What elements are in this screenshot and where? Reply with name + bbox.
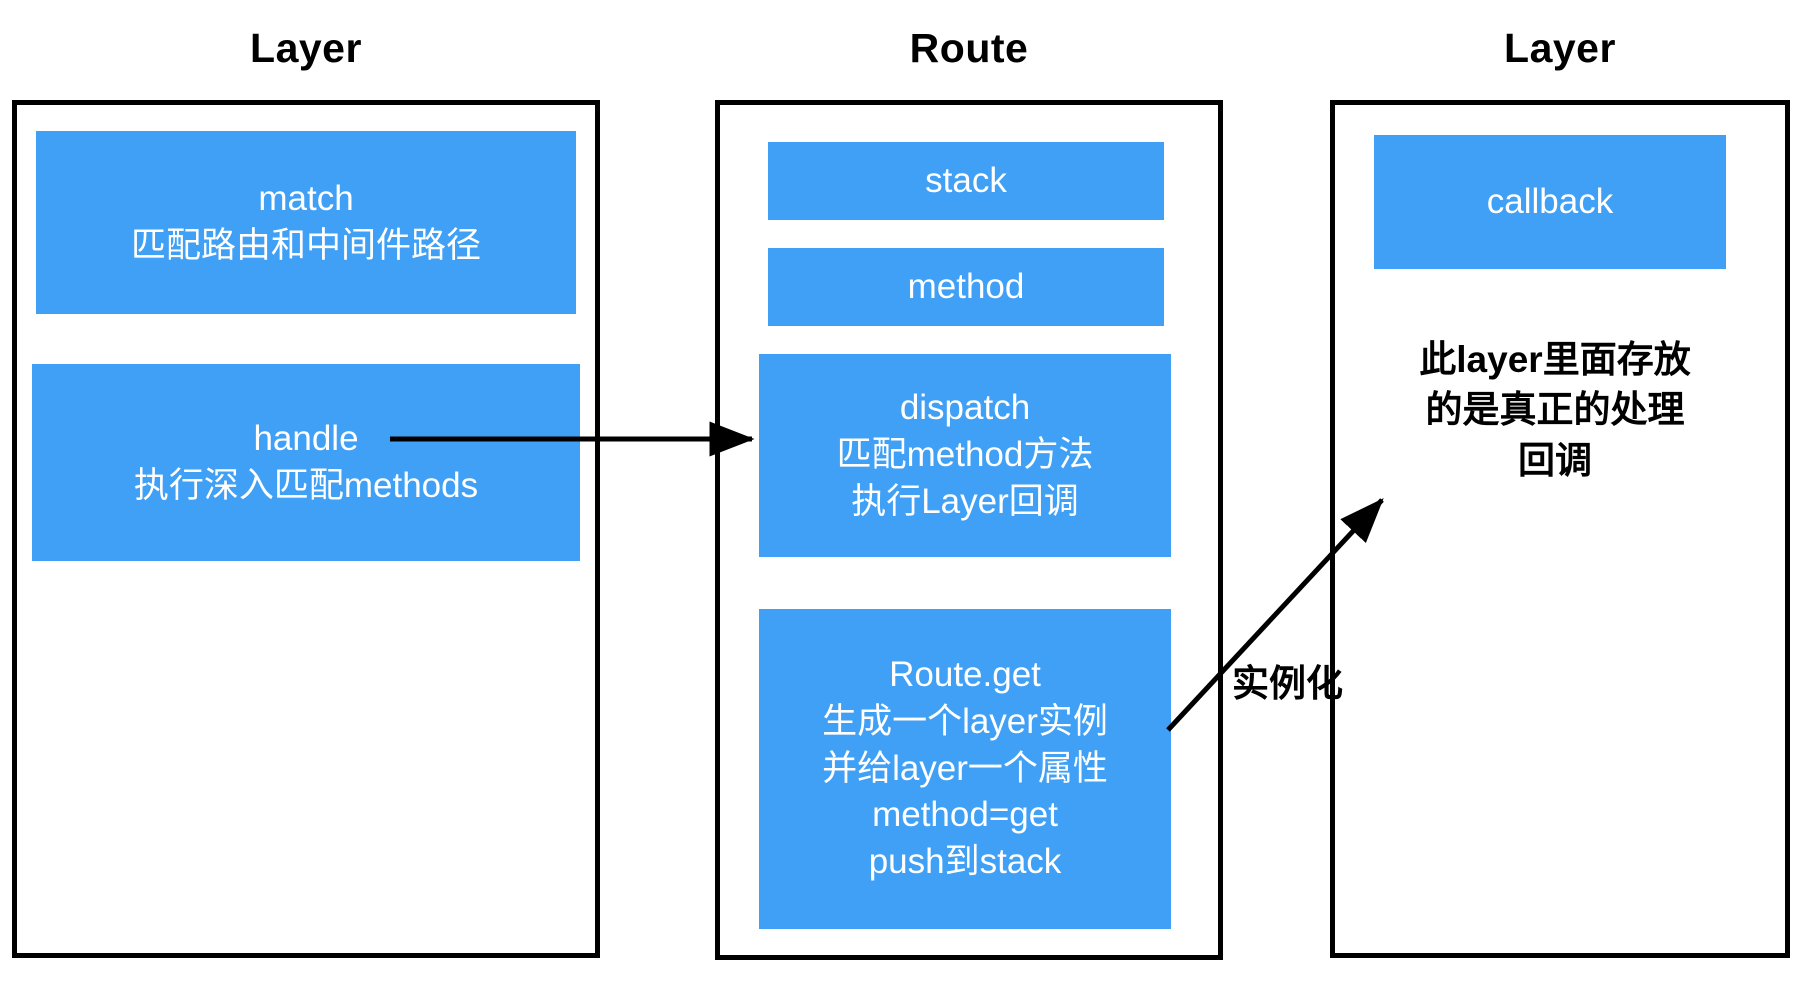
layer-right-note: 此layer里面存放 的是真正的处理 回调 [1355, 335, 1755, 486]
box-method-line-1: method [907, 266, 1025, 306]
column-header-route: Route [909, 25, 1029, 71]
layer-right-note-line-2: 的是真正的处理 [1425, 389, 1685, 431]
box-method[interactable]: method [768, 248, 1164, 326]
box-route-get-line-3: 并给layer一个属性 [822, 748, 1108, 788]
box-route-get-line-4: method=get [872, 795, 1058, 835]
box-callback[interactable]: callback [1374, 135, 1726, 269]
box-stack[interactable]: stack [768, 142, 1164, 220]
box-handle-line-1: handle [253, 418, 359, 458]
box-match-line-2: 匹配路由和中间件路径 [130, 225, 481, 265]
box-dispatch-line-1: dispatch [899, 388, 1031, 428]
box-handle[interactable]: handle 执行深入匹配methods [32, 364, 580, 561]
layer-right-note-line-1: 此layer里面存放 [1419, 339, 1691, 380]
box-handle-line-2: 执行深入匹配methods [133, 465, 479, 505]
column-header-layer-left: Layer [250, 25, 362, 71]
arrow-label-instantiate: 实例化 [1232, 663, 1343, 704]
box-match[interactable]: match 匹配路由和中间件路径 [36, 131, 576, 314]
box-route-get-line-1: Route.get [889, 654, 1041, 694]
box-route-get-line-5: push到stack [868, 842, 1062, 882]
box-dispatch-line-3: 执行Layer回调 [851, 481, 1079, 521]
box-stack-line-1: stack [925, 160, 1007, 200]
box-route-get[interactable]: Route.get 生成一个layer实例 并给layer一个属性 method… [759, 609, 1171, 929]
box-dispatch[interactable]: dispatch 匹配method方法 执行Layer回调 [759, 354, 1171, 557]
box-dispatch-line-2: 匹配method方法 [836, 435, 1094, 475]
column-header-layer-right: Layer [1504, 25, 1616, 71]
box-match-line-1: match [258, 178, 354, 218]
layer-right-note-line-3: 回调 [1518, 439, 1592, 481]
box-route-get-line-2: 生成一个layer实例 [822, 701, 1108, 741]
box-callback-line-1: callback [1486, 181, 1614, 221]
